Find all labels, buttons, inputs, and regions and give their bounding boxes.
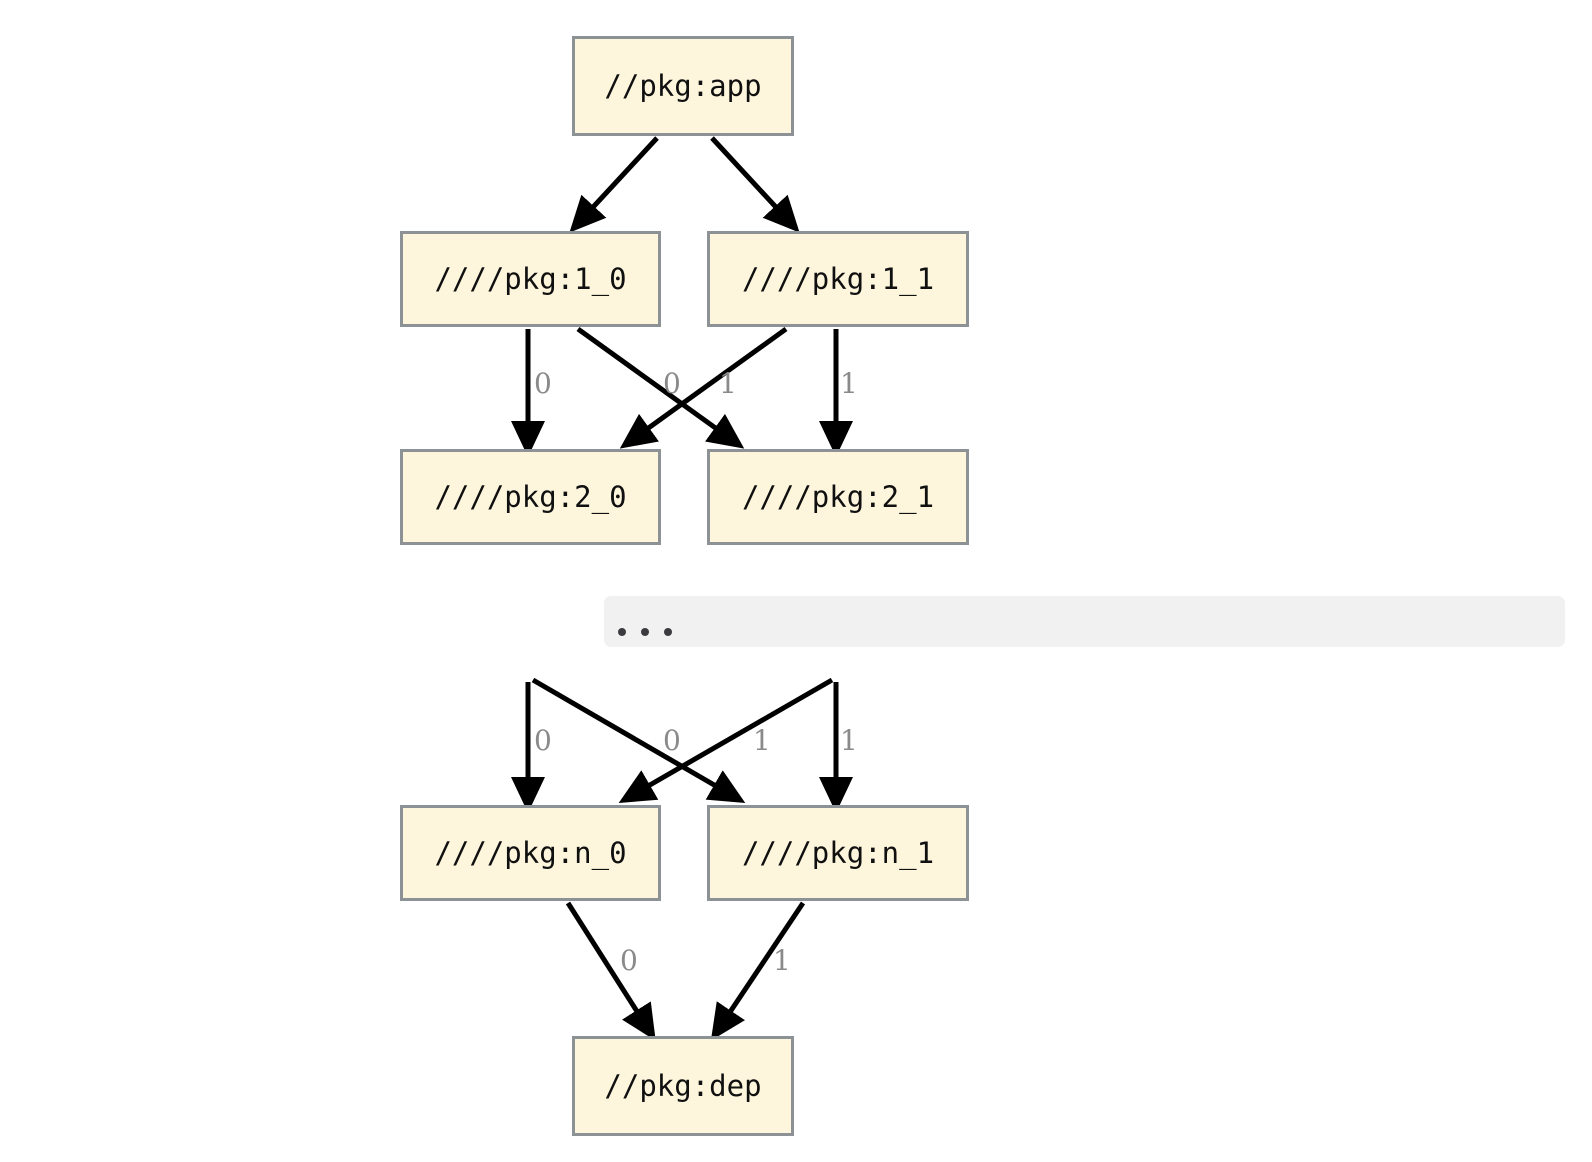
edge-label-1_1-2_0: 1 xyxy=(719,367,737,400)
node-pkg-2_0[interactable]: ////pkg:2_0 xyxy=(400,449,661,545)
node-dep[interactable]: //pkg:dep xyxy=(572,1036,794,1136)
edge-label-1_0-2_0: 0 xyxy=(534,367,552,400)
node-label: ////pkg:1_1 xyxy=(741,261,935,296)
ellipsis-dot xyxy=(664,628,672,636)
node-label: ////pkg:n_1 xyxy=(741,835,935,870)
ellipsis-dot xyxy=(641,628,649,636)
node-pkg-n_0[interactable]: ////pkg:n_0 xyxy=(400,805,661,901)
node-label: //pkg:app xyxy=(604,68,762,103)
edge-truncated-to-n_1-cross xyxy=(531,677,746,804)
node-pkg-n_1[interactable]: ////pkg:n_1 xyxy=(707,805,969,901)
edge-label-trunc-n_0-cross: 1 xyxy=(753,724,771,757)
truncation-banner[interactable] xyxy=(604,596,1565,647)
edge-label-n_1-dep: 1 xyxy=(773,944,791,977)
edge-label-trunc-n_0: 0 xyxy=(534,724,552,757)
edge-label-1_0-2_1: 0 xyxy=(663,367,681,400)
edge-label-n_0-dep: 0 xyxy=(620,944,638,977)
node-pkg-1_0[interactable]: ////pkg:1_0 xyxy=(400,231,661,327)
ellipsis-icon xyxy=(618,628,672,636)
node-pkg-2_1[interactable]: ////pkg:2_1 xyxy=(707,449,969,545)
edge-1_0-to-2_1 xyxy=(576,326,745,449)
edge-n_1-to-dep xyxy=(710,901,806,1041)
node-label: //pkg:dep xyxy=(604,1068,762,1103)
node-label: ////pkg:n_0 xyxy=(434,835,627,870)
edge-label-trunc-n_1-cross: 0 xyxy=(663,724,681,757)
edge-truncated-to-n_0-cross xyxy=(618,677,834,803)
node-label: ////pkg:1_0 xyxy=(434,261,627,296)
node-label: ////pkg:2_1 xyxy=(741,479,935,514)
edge-n_0-to-dep xyxy=(565,901,656,1041)
edge-app-to-1_1 xyxy=(710,136,800,233)
node-pkg-1_1[interactable]: ////pkg:1_1 xyxy=(707,231,969,327)
edge-label-trunc-n_1: 1 xyxy=(840,724,858,757)
edge-1_1-to-2_0 xyxy=(619,326,788,449)
node-app[interactable]: //pkg:app xyxy=(572,36,794,136)
ellipsis-dot xyxy=(618,628,626,636)
edge-app-to-1_0 xyxy=(569,136,659,233)
node-label: ////pkg:2_0 xyxy=(434,479,627,514)
edge-label-1_1-2_1: 1 xyxy=(840,367,858,400)
